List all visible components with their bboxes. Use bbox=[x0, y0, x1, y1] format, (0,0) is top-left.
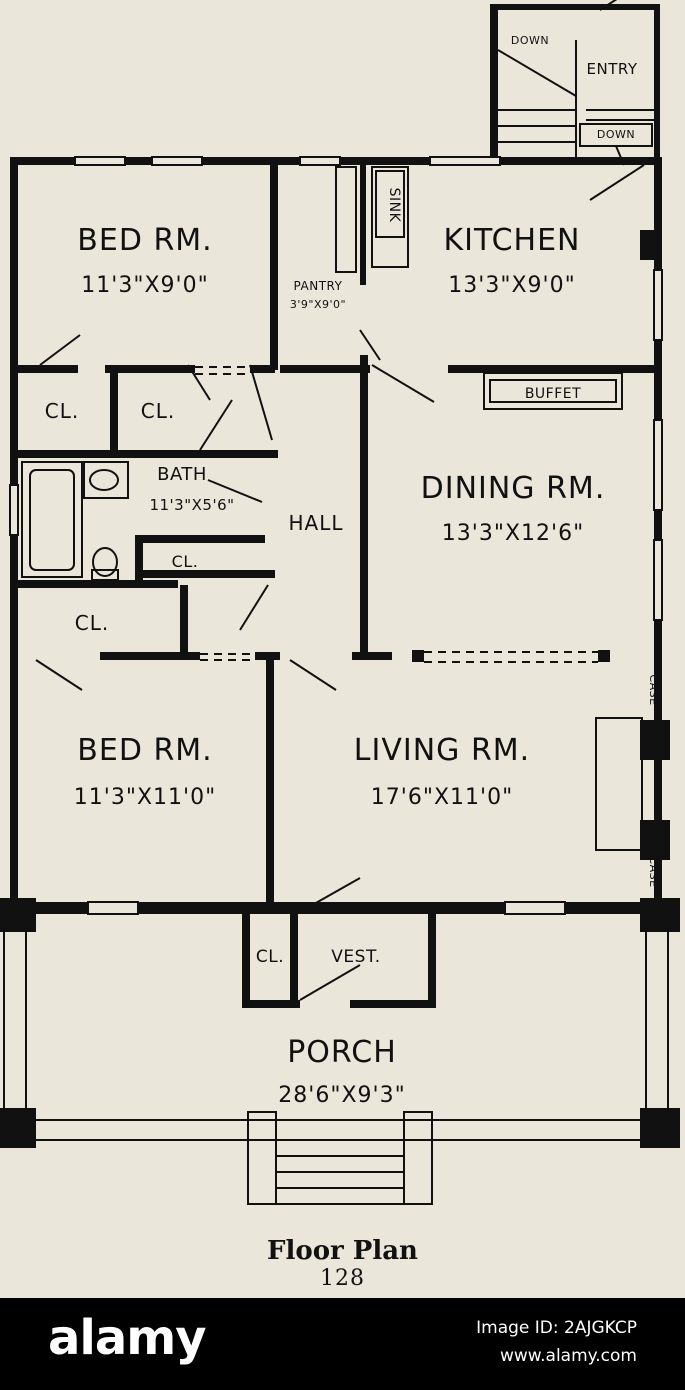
down-right-label: DOWN bbox=[597, 128, 635, 141]
watermark-bar bbox=[0, 1298, 685, 1390]
dining-room-size: 13'3"X12'6" bbox=[442, 521, 584, 546]
living-room-name: LIVING RM. bbox=[354, 733, 530, 768]
buffet-label: BUFFET bbox=[525, 386, 581, 402]
living-room-size: 17'6"X11'0" bbox=[371, 785, 513, 810]
bed-room-1-name: BED RM. bbox=[77, 223, 212, 258]
floor-plan-page bbox=[0, 0, 685, 1298]
bath-size: 11'3"X5'6" bbox=[149, 496, 234, 514]
down-left-label: DOWN bbox=[511, 34, 549, 47]
vest-closet-label: CL. bbox=[256, 947, 284, 967]
entry-label: ENTRY bbox=[587, 60, 638, 78]
bed-room-2-size: 11'3"X11'0" bbox=[74, 785, 216, 810]
pantry-size: 3'9"X9'0" bbox=[290, 298, 346, 311]
sink-label: SINK bbox=[386, 188, 402, 223]
hall-label: HALL bbox=[288, 511, 343, 535]
kitchen-size: 13'3"X9'0" bbox=[448, 273, 575, 298]
page-number: 128 bbox=[320, 1266, 365, 1291]
bed-room-1-size: 11'3"X9'0" bbox=[81, 273, 208, 298]
pantry-name: PANTRY bbox=[294, 279, 343, 293]
watermark-site: www.alamy.com bbox=[499, 1346, 637, 1366]
fixtures bbox=[9, 0, 663, 915]
porch-name: PORCH bbox=[287, 1035, 397, 1070]
closet-b-label: CL. bbox=[141, 399, 175, 423]
floor-plan-diagram: BED RM. 11'3"X9'0" KITCHEN 13'3"X9'0" PA… bbox=[0, 0, 680, 1205]
watermark-brand: alamy bbox=[48, 1310, 207, 1366]
porch-size: 28'6"X9'3" bbox=[278, 1083, 405, 1108]
caption-title: Floor Plan bbox=[267, 1236, 418, 1266]
dashed-openings bbox=[195, 366, 598, 663]
dining-room-name: DINING RM. bbox=[421, 471, 606, 506]
closet-a-label: CL. bbox=[45, 399, 79, 423]
closet-c-label: CL. bbox=[172, 552, 199, 571]
kitchen-name: KITCHEN bbox=[444, 223, 581, 258]
porch-outline bbox=[3, 932, 669, 1205]
door-swings bbox=[35, 145, 645, 1001]
vestibule-label: VEST. bbox=[331, 947, 380, 967]
bed-room-2-name: BED RM. bbox=[77, 733, 212, 768]
bath-name: BATH bbox=[157, 464, 207, 485]
case-top-label: CASE bbox=[647, 674, 660, 705]
case-bottom-label: CASE bbox=[647, 856, 660, 887]
closet-d-label: CL. bbox=[75, 611, 109, 635]
room-labels: BED RM. 11'3"X9'0" KITCHEN 13'3"X9'0" PA… bbox=[45, 34, 660, 1108]
watermark-image-id: Image ID: 2AJGKCP bbox=[476, 1318, 637, 1338]
